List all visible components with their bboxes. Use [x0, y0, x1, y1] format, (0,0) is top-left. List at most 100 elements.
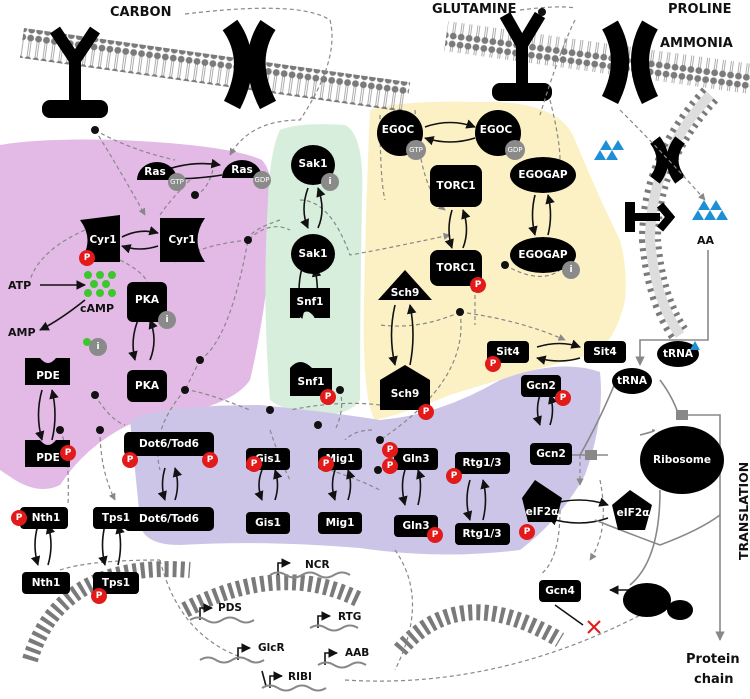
svg-text:P: P: [325, 392, 332, 402]
svg-text:Nth1: Nth1: [32, 512, 61, 524]
snf1-bottom-node[interactable]: Snf1 P: [290, 362, 336, 405]
sch9-top-node[interactable]: Sch9: [378, 270, 432, 300]
svg-text:Cyr1: Cyr1: [89, 234, 116, 246]
gcn4-node[interactable]: Gcn4: [539, 580, 581, 602]
gcn2-bottom-node[interactable]: Gcn2: [530, 443, 572, 465]
svg-text:P: P: [387, 445, 394, 455]
gene-label-glcr: GlcR: [258, 642, 285, 654]
inactive-camp-badge: i: [89, 338, 107, 356]
svg-text:P: P: [524, 527, 531, 537]
svg-text:i: i: [328, 177, 331, 187]
gln3-bottom-node[interactable]: Gln3 P: [394, 515, 443, 543]
svg-text:Rtg1/3: Rtg1/3: [462, 528, 501, 540]
svg-text:Nth1: Nth1: [32, 577, 61, 589]
svg-text:P: P: [323, 459, 330, 469]
aa-label: AA: [697, 234, 715, 247]
svg-text:EGOC: EGOC: [480, 124, 513, 136]
svg-text:P: P: [65, 448, 72, 458]
plasma-membrane-left: [19, 28, 411, 112]
atp-label: ATP: [8, 279, 31, 292]
svg-text:Rtg1/3: Rtg1/3: [462, 457, 501, 469]
svg-text:P: P: [127, 455, 134, 465]
rtg-bottom-node[interactable]: Rtg1/3: [455, 523, 510, 545]
carbon-label: CARBON: [110, 5, 171, 20]
svg-text:GDP: GDP: [254, 176, 269, 184]
camp-molecules: [83, 271, 116, 346]
sit4-right-node[interactable]: Sit4: [584, 341, 626, 363]
torc1-top-node[interactable]: TORC1: [430, 165, 482, 207]
svg-text:TORC1: TORC1: [436, 262, 475, 274]
svg-text:TORC1: TORC1: [436, 180, 475, 192]
svg-text:Gln3: Gln3: [403, 453, 430, 465]
svg-text:GTP: GTP: [409, 146, 423, 154]
svg-text:P: P: [423, 407, 430, 417]
torc1-bottom-node[interactable]: TORC1 P: [430, 250, 486, 293]
ras-gtp-node[interactable]: Ras GTP: [137, 162, 186, 191]
trna-charged-node[interactable]: tRNA: [612, 368, 652, 394]
cyr1-active-node[interactable]: Cyr1: [80, 215, 120, 262]
pde-top-node[interactable]: PDE: [25, 358, 70, 385]
svg-text:tRNA: tRNA: [663, 348, 694, 360]
pka-active-node[interactable]: PKA: [127, 370, 167, 402]
mig1-bottom-node[interactable]: Mig1: [318, 512, 362, 534]
tps1-bottom-node[interactable]: Tps1 P: [91, 572, 139, 604]
svg-text:i: i: [165, 315, 168, 325]
gene-label-pds: PDS: [218, 602, 242, 614]
amp-label: AMP: [8, 326, 36, 339]
gcn2-top-node[interactable]: Gcn2 P: [521, 375, 571, 406]
gis1-bottom-node[interactable]: Gis1: [246, 512, 290, 534]
sit4-left-node[interactable]: Sit4 P: [485, 341, 529, 372]
pka-inactive-node[interactable]: PKA i: [127, 282, 176, 329]
svg-text:Sit4: Sit4: [496, 346, 520, 358]
inhibition-x-icon: [587, 620, 601, 634]
svg-text:Ras: Ras: [231, 164, 252, 176]
svg-text:P: P: [84, 253, 91, 263]
svg-text:EGOGAP: EGOGAP: [518, 169, 567, 181]
ras-gdp-node[interactable]: Ras GDP: [222, 160, 271, 189]
svg-text:Gcn2: Gcn2: [536, 448, 566, 460]
er-membrane-right: [393, 604, 565, 656]
svg-text:PKA: PKA: [135, 380, 160, 392]
nth1-bottom-node[interactable]: Nth1: [22, 572, 70, 594]
trna-uncharged-node[interactable]: tRNA: [657, 341, 700, 367]
er-membrane-left: [22, 561, 191, 663]
gis1-top-node[interactable]: Gis1 P: [246, 448, 290, 472]
svg-text:i: i: [569, 265, 572, 275]
cyr1-inactive-node[interactable]: Cyr1: [160, 218, 205, 262]
svg-text:P: P: [560, 393, 567, 403]
svg-text:Gis1: Gis1: [255, 517, 281, 529]
ribosome-node[interactable]: Ribosome: [640, 426, 724, 494]
nth1-top-node[interactable]: Nth1 P: [11, 507, 68, 529]
svg-text:Tps1: Tps1: [102, 512, 130, 524]
svg-text:P: P: [96, 591, 103, 601]
gln3-top-node[interactable]: Gln3 P P: [382, 442, 438, 474]
pde-bottom-node[interactable]: PDE P: [25, 440, 76, 467]
eif2a-right-node[interactable]: eIF2α: [612, 490, 652, 530]
egogap-bottom-node[interactable]: EGOGAP i: [510, 237, 580, 279]
egoc-gdp-node[interactable]: EGOC GDP: [475, 110, 525, 160]
svg-text:Ras: Ras: [144, 166, 165, 178]
snf1-top-node[interactable]: Snf1: [290, 288, 330, 318]
svg-text:Mig1: Mig1: [326, 517, 355, 529]
dot6-top-node[interactable]: Dot6/Tod6 P P: [122, 432, 218, 468]
egoc-gtp-node[interactable]: EGOC GTP: [377, 110, 426, 160]
egogap-top-node[interactable]: EGOGAP: [510, 157, 576, 193]
svg-text:GDP: GDP: [507, 146, 522, 154]
svg-text:Gcn2: Gcn2: [526, 380, 556, 392]
sch9-bottom-node[interactable]: Sch9 P: [380, 365, 434, 420]
sak1-bottom-node[interactable]: Sak1: [291, 234, 335, 274]
glutamine-label: GLUTAMINE: [432, 2, 517, 17]
ribosome-subunits-icon: [623, 583, 693, 620]
translation-edges: [570, 250, 725, 641]
tps1-top-node[interactable]: Tps1: [93, 507, 139, 529]
dot6-bottom-node[interactable]: Dot6/Tod6: [124, 507, 214, 531]
svg-text:P: P: [490, 359, 497, 369]
svg-text:PKA: PKA: [135, 294, 160, 306]
vacuole-transporter: [650, 136, 685, 184]
eif2a-left-node[interactable]: eIF2α P: [519, 480, 562, 540]
svg-text:P: P: [475, 280, 482, 290]
svg-text:P: P: [432, 530, 439, 540]
rtg-top-node[interactable]: Rtg1/3 P: [446, 452, 510, 484]
sak1-top-node[interactable]: Sak1 i: [291, 145, 339, 191]
mig1-top-node[interactable]: Mig1 P: [318, 448, 362, 472]
